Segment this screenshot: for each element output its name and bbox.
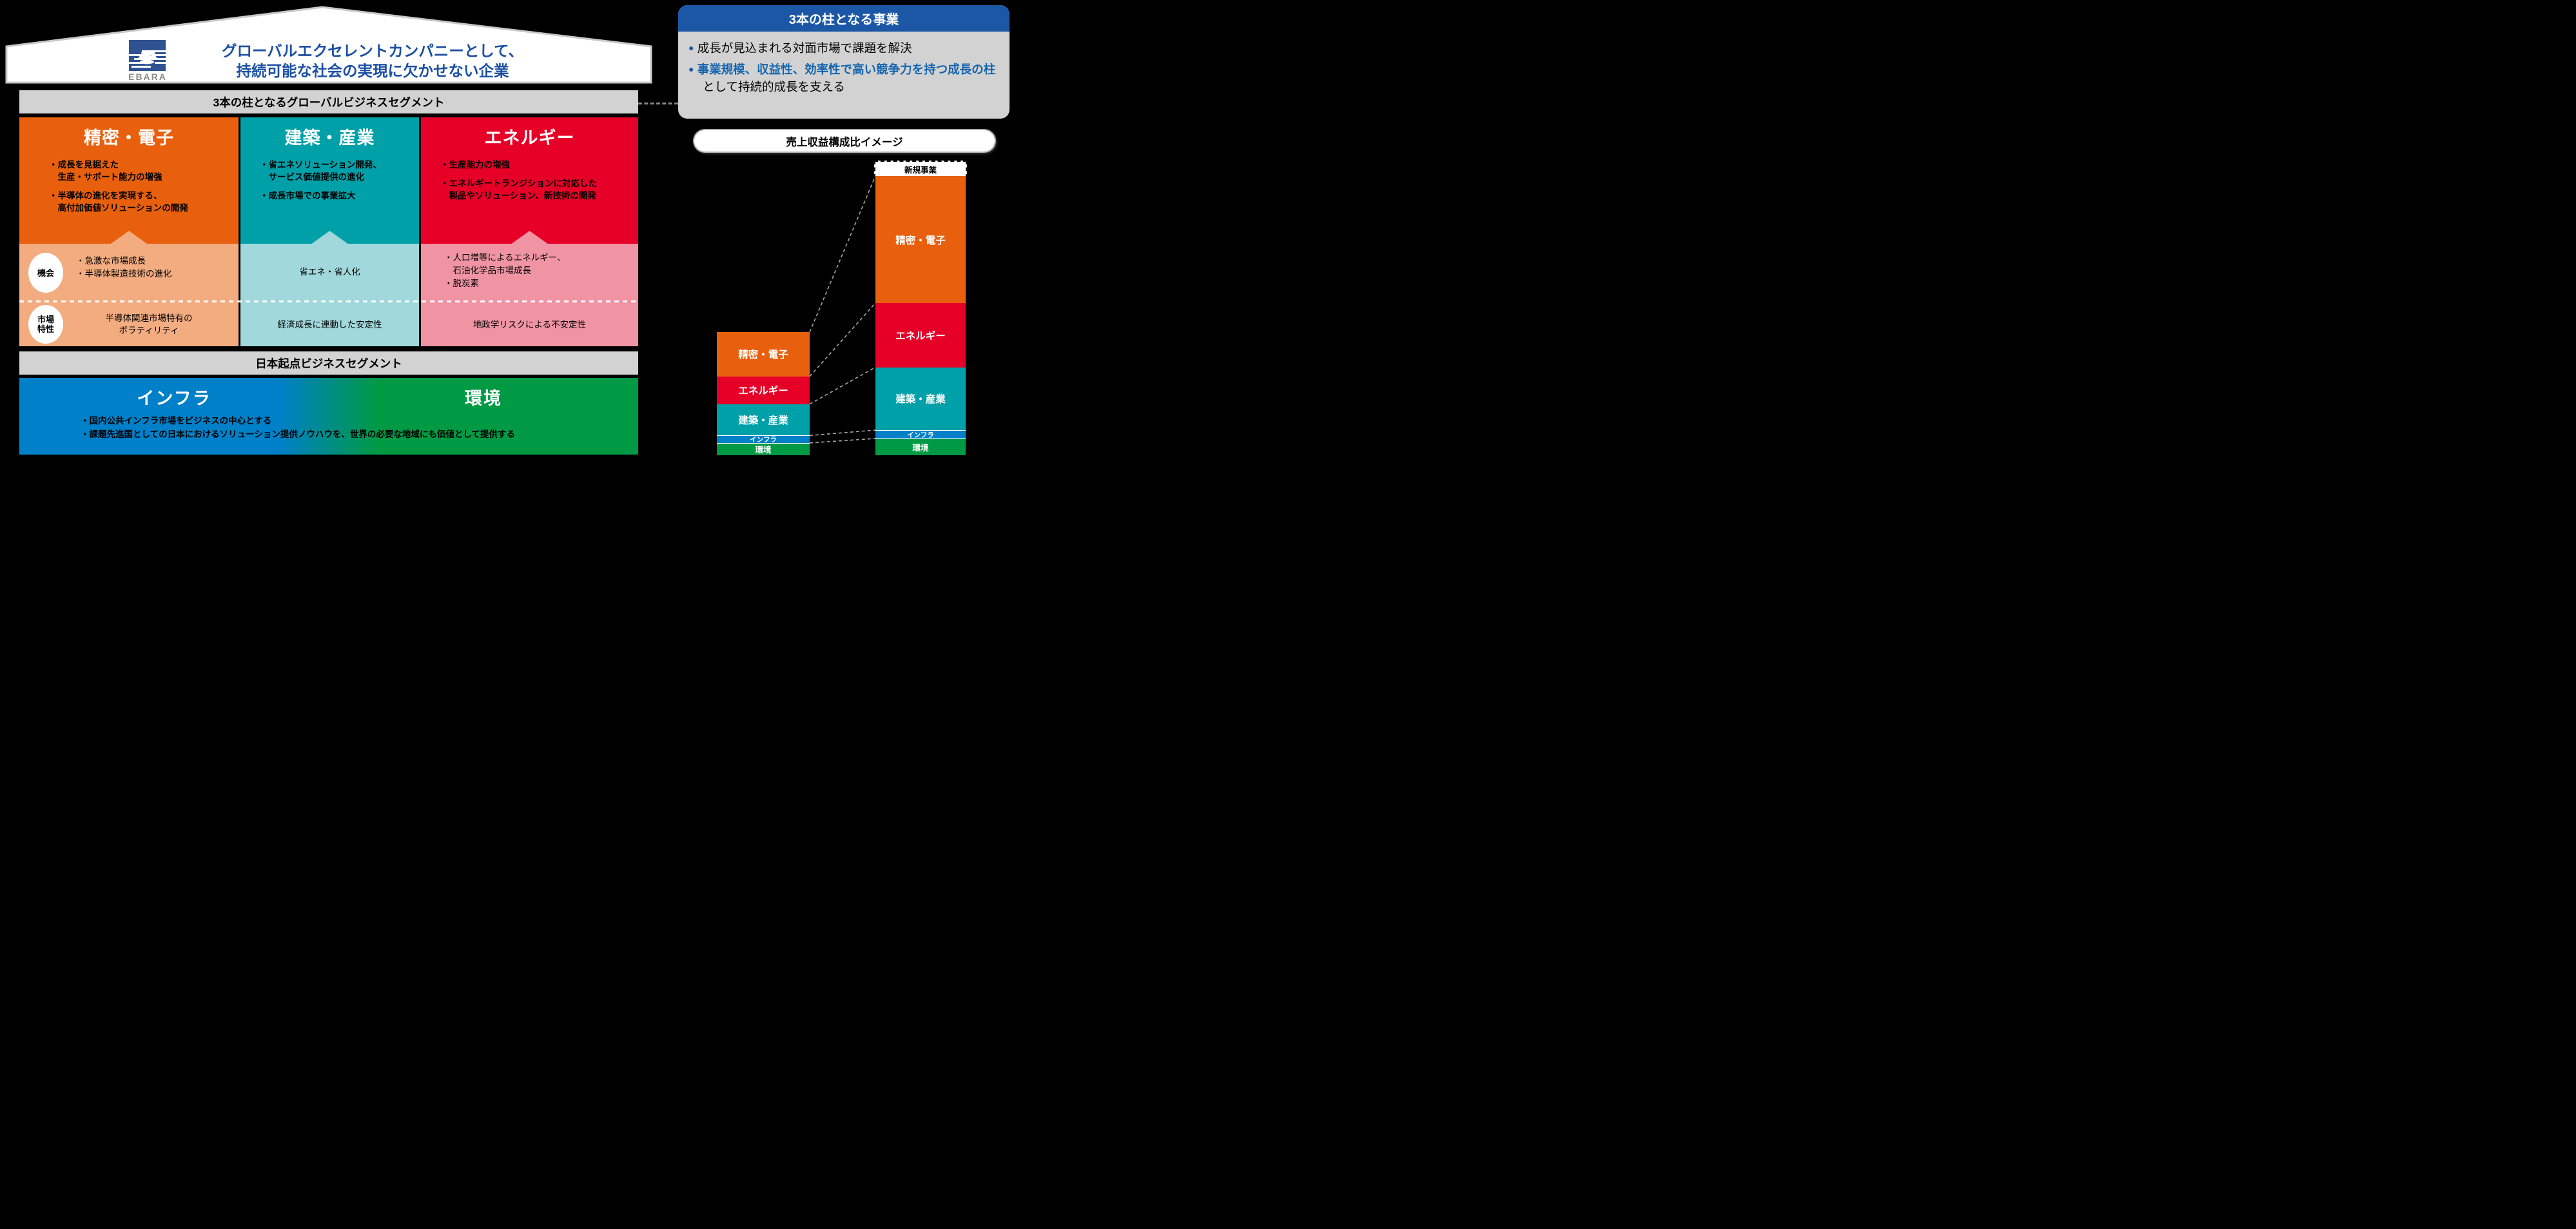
panel-bullet: ● 事業規模、収益性、効率性で高い競争力を持つ成長の柱として持続的成長を支える xyxy=(688,63,996,93)
panel-body: ● 成長が見込まれる対面市場で課題を解決 ● 事業規模、収益性、効率性で高い競争… xyxy=(678,32,1010,107)
revenue-composition-chart: 精密・電子エネルギー建築・産業インフラ環境 新規事業 精密・電子エネルギー建築・… xyxy=(678,158,1011,461)
new-business-dashed-box: 新規事業 xyxy=(874,161,967,178)
current-composition-bar: 精密・電子エネルギー建築・産業インフラ環境 xyxy=(717,332,810,455)
bullet: ・省エネソリューション開発、 サービス価値提供の進化 xyxy=(260,160,382,182)
opportunity-text: ・急激な市場成長 ・半導体製造技術の進化 xyxy=(76,256,172,279)
bar-segment: インフラ xyxy=(875,430,966,439)
bullet: ・半導体の進化を実現する、 高付加価値ソリューションの開発 xyxy=(49,191,188,213)
column-energy: エネルギー ・生産能力の増強 ・エネルギートランジションに対応した 製品やソリュ… xyxy=(421,117,638,346)
column-bullets: ・生産能力の増強 ・エネルギートランジションに対応した 製品やソリューション、新… xyxy=(421,159,658,208)
bar-segment-label: エネルギー xyxy=(738,386,788,397)
ebara-logo-wordmark: EBARA xyxy=(128,72,167,82)
opportunity-text: ・人口増等によるエネルギー、 石油化学品市場成長 ・脱炭素 xyxy=(444,253,566,288)
japan-segment-block: インフラ 環境 ・国内公共インフラ市場をビジネスの中心とする ・課題先進国として… xyxy=(19,378,638,455)
bar-segment-label: インフラ xyxy=(750,436,777,444)
column-light-block: ・人口増等によるエネルギー、 石油化学品市場成長 ・脱炭素 地政学リスクによる不… xyxy=(421,231,638,346)
column-dark-block: エネルギー ・生産能力の増強 ・エネルギートランジションに対応した 製品やソリュ… xyxy=(421,117,638,244)
market-trait-row-label: 市場 特性 xyxy=(28,305,63,344)
three-pillars-panel: 3本の柱となる事業 ● 成長が見込まれる対面市場で課題を解決 ● 事業規模、収益… xyxy=(678,5,1010,119)
japan-bullets: ・国内公共インフラ市場をビジネスの中心とする ・課題先進国としての日本におけるソ… xyxy=(81,414,515,441)
bullet-dot-icon: ● xyxy=(688,64,694,74)
column-light-block: 省エネ・省人化 経済成長に連動した安定性 xyxy=(240,231,419,346)
bar-segment-label: インフラ xyxy=(907,431,934,439)
bar-connector-dashed-lines xyxy=(809,175,876,444)
panel-header: 3本の柱となる事業 xyxy=(678,5,1010,32)
column-building-industrial: 建築・産業 ・省エネソリューション開発、 サービス価値提供の進化 ・成長市場での… xyxy=(240,117,419,346)
bar-segment: エネルギー xyxy=(875,303,966,368)
market-trait-text: 半導体関連市場特有の ボラティリティ xyxy=(105,313,193,335)
bar-segment-label: 建築・産業 xyxy=(738,415,788,427)
opportunity-market-dashed-divider xyxy=(19,300,638,302)
bar-segment-label: 精密・電子 xyxy=(738,349,788,361)
bullet: ・成長を見据えた 生産・サポート能力の増強 xyxy=(49,160,162,182)
column-dark-block: 建築・産業 ・省エネソリューション開発、 サービス価値提供の進化 ・成長市場での… xyxy=(240,117,419,244)
bar-segment: 精密・電子 xyxy=(717,332,810,377)
vision-house-shape xyxy=(5,6,652,84)
bar-segment: インフラ xyxy=(717,435,810,444)
opportunity-text: 省エネ・省人化 xyxy=(299,267,360,277)
market-trait-text: 地政学リスクによる不安定性 xyxy=(473,319,587,329)
bullet: ・エネルギートランジションに対応した 製品やソリューション、新技術の開発 xyxy=(440,179,597,201)
bar-segment-label: エネルギー xyxy=(895,330,946,342)
bar-segment-label: 精密・電子 xyxy=(895,235,946,246)
bullet: ・成長市場での事業拡大 xyxy=(260,191,356,201)
column-bullets: ・成長を見据えた 生産・サポート能力の増強 ・半導体の進化を実現する、 高付加価… xyxy=(19,159,268,221)
bar-segment: 建築・産業 xyxy=(875,367,966,430)
japan-segment-bar: 日本起点ビジネスセグメント xyxy=(19,351,638,375)
infra-title: インフラ xyxy=(137,389,211,408)
bar-segment: 建築・産業 xyxy=(717,404,810,436)
bar-segment: エネルギー xyxy=(717,376,810,404)
bar-segment-label: 建築・産業 xyxy=(895,394,946,406)
bar-segment: 環境 xyxy=(717,442,810,455)
global-segment-bar: 3本の柱となるグローバルビジネスセグメント xyxy=(19,90,638,113)
pillar-columns: 精密・電子 ・成長を見据えた 生産・サポート能力の増強 ・半導体の進化を実現する… xyxy=(19,117,638,346)
opportunity-row-label: 機会 xyxy=(28,253,63,293)
bar-segment: 環境 xyxy=(875,438,966,455)
column-title: エネルギー xyxy=(484,128,575,148)
ebara-logo-icon xyxy=(128,40,166,74)
bullet-dot-icon: ● xyxy=(688,43,694,53)
environment-title: 環境 xyxy=(465,389,502,408)
column-bullets: ・省エネソリューション開発、 サービス価値提供の進化 ・成長市場での事業拡大 xyxy=(240,159,438,208)
bullet: ・国内公共インフラ市場をビジネスの中心とする xyxy=(81,416,272,426)
bar-segment: 精密・電子 xyxy=(875,176,966,303)
column-title: 精密・電子 xyxy=(84,128,174,148)
bullet: ・課題先進国としての日本におけるソリューション提供ノウハウを、世界の必要な地域に… xyxy=(81,429,515,439)
bullet: ・生産能力の増強 xyxy=(440,160,510,170)
future-composition-bar: 精密・電子エネルギー建築・産業インフラ環境 xyxy=(875,176,966,455)
panel-bullet: ● 成長が見込まれる対面市場で課題を解決 xyxy=(688,41,912,55)
bar-segment-label: 環境 xyxy=(912,443,929,453)
market-trait-text: 経済成長に連動した安定性 xyxy=(277,319,382,329)
column-title: 建築・産業 xyxy=(284,128,375,148)
dashed-connector-line xyxy=(638,103,678,104)
bar-segment-label: 環境 xyxy=(755,446,772,455)
column-dark-block: 精密・電子 ・成長を見据えた 生産・サポート能力の増強 ・半導体の進化を実現する… xyxy=(19,117,239,244)
vision-title: グローバルエクセレントカンパニーとして、 持続可能な社会の実現に欠かせない企業 xyxy=(222,43,523,79)
revenue-composition-pill: 売上収益構成比イメージ xyxy=(693,129,996,153)
